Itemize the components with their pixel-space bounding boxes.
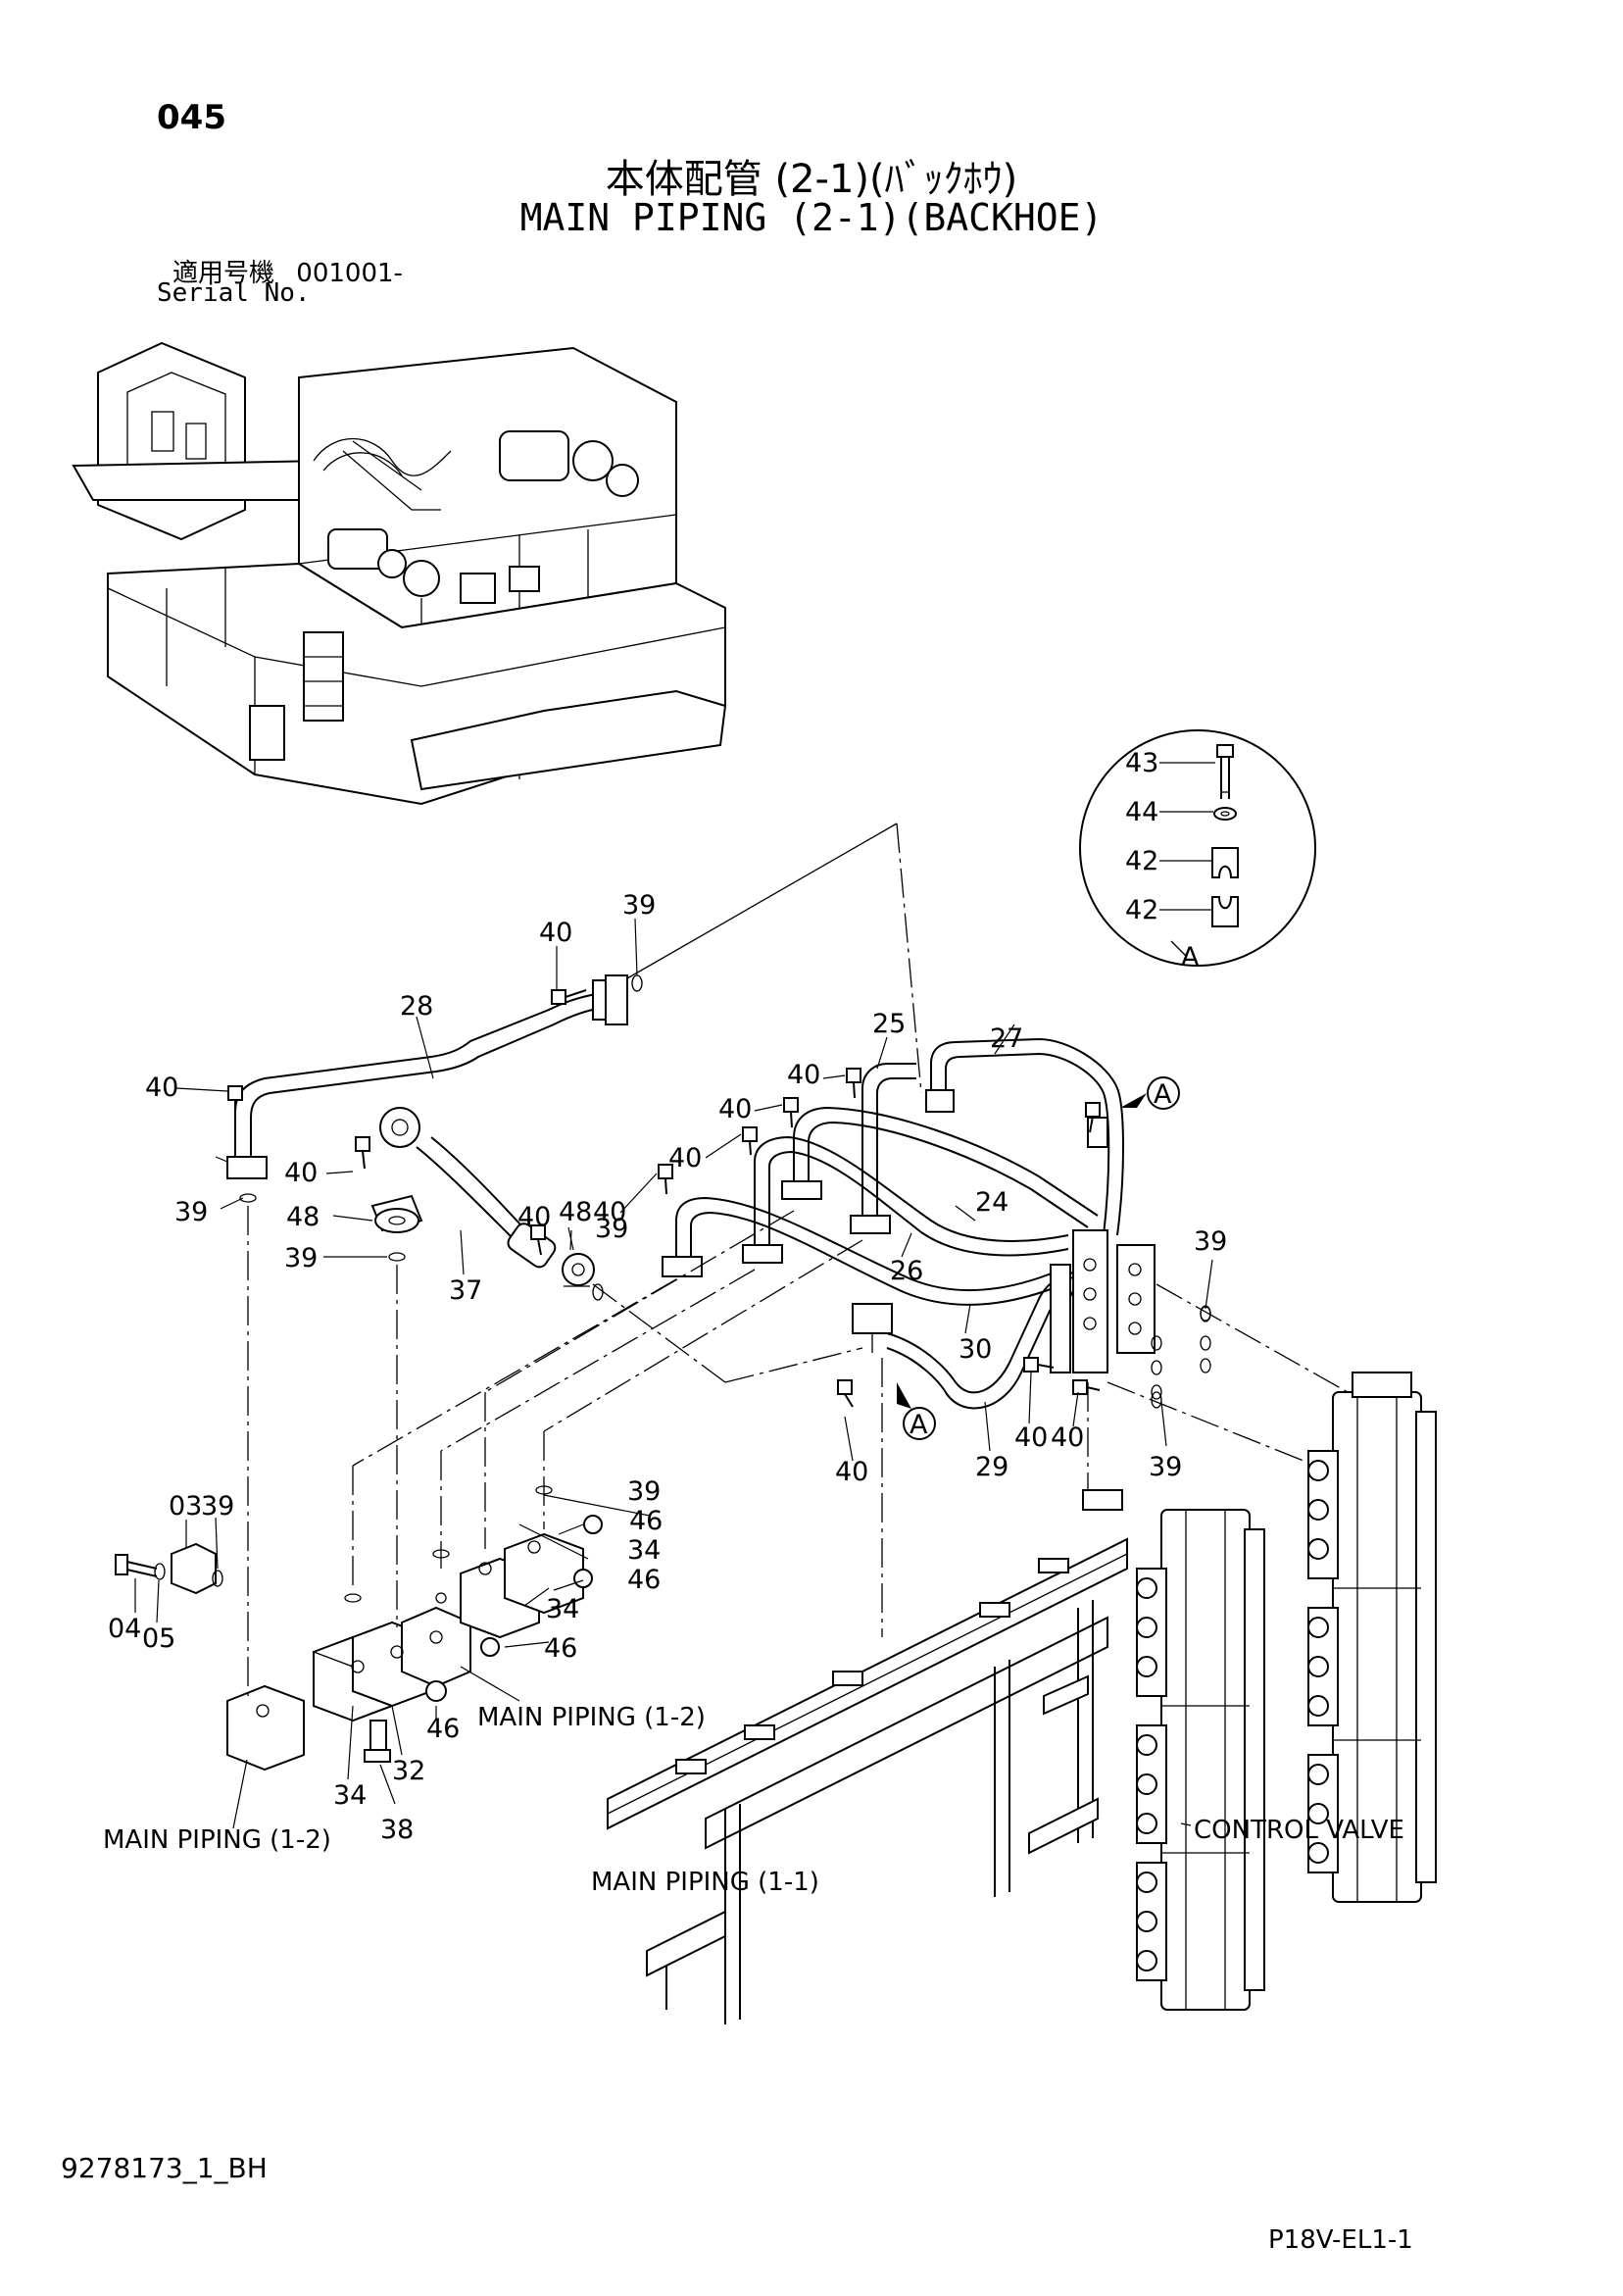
ref-a-lower: A (910, 1410, 928, 1440)
detail-view-label: A (1181, 942, 1200, 973)
callout-40-mid-left: 40 (284, 1158, 318, 1188)
connection-lines (247, 823, 1349, 1701)
ref-main-piping-1-2-left: MAIN PIPING (1-2) (103, 1825, 331, 1855)
callout-46-lower: 46 (544, 1633, 577, 1664)
serial-label-jp: 適用号機 001001- (172, 253, 403, 289)
serial-value: 001001- (296, 259, 403, 288)
manifold-blocks-left (115, 1515, 603, 1772)
o-rings-cluster (1151, 1306, 1211, 1400)
callout-40-top: 40 (539, 918, 572, 948)
callout-24: 24 (975, 1187, 1008, 1218)
callout-39-lower: 39 (627, 1476, 661, 1507)
callout-32: 32 (392, 1756, 425, 1786)
callout-03: 03 (169, 1491, 202, 1522)
callout-39-block: 39 (201, 1491, 234, 1522)
o-rings-39 (212, 974, 1211, 1603)
title-japanese: 本体配管 (2-1)(ﾊﾞｯｸﾎｳ) (605, 157, 1018, 202)
serial-label-en: Serial No. (157, 278, 311, 308)
callout-40-bottom: 40 (835, 1457, 868, 1487)
callout-39-right-top: 39 (1194, 1226, 1227, 1257)
ref-a-upper: A (1154, 1079, 1172, 1110)
sheet-code: P18V-EL1-1 (1268, 2225, 1413, 2255)
callout-46-bottom: 46 (426, 1714, 460, 1744)
frame-rails (607, 1489, 1128, 2024)
bolts-40 (227, 989, 1101, 1408)
callout-46-upper: 46 (629, 1506, 663, 1536)
callout-39-top: 39 (622, 890, 656, 921)
callout-40-c: 40 (593, 1197, 626, 1227)
callout-05: 05 (142, 1623, 175, 1654)
pipe-24 (781, 1106, 1099, 1228)
manifold-blocks-right (1050, 1229, 1156, 1373)
callout-39-mid: 39 (595, 1214, 628, 1244)
callout-40-left: 40 (145, 1073, 178, 1103)
callout-25: 25 (872, 1009, 906, 1039)
callout-29: 29 (975, 1452, 1008, 1482)
pipe-37 (370, 1107, 557, 1269)
ref-main-piping-1-2-center: MAIN PIPING (1-2) (477, 1703, 706, 1732)
flange-37-end (562, 1253, 595, 1286)
reference-arrow-upper: A (1120, 1076, 1180, 1110)
pipe-30 (662, 1196, 1089, 1306)
title-english: MAIN PIPING (2-1)(BACKHOE) (519, 196, 1104, 239)
callout-04: 04 (108, 1614, 141, 1644)
callout-34-middle: 34 (546, 1594, 579, 1624)
callout-46-middle: 46 (627, 1565, 661, 1595)
callout-39-left-a: 39 (174, 1197, 208, 1227)
callout-42-bottom: 42 (1125, 895, 1158, 925)
callout-34-left: 34 (333, 1780, 367, 1811)
pipe-26 (742, 1135, 1069, 1264)
callout-48-left: 48 (286, 1202, 320, 1232)
control-valve-left (1136, 1509, 1265, 2011)
page-number: 045 (157, 98, 226, 137)
callout-labels: 28 27 25 24 26 30 29 37 48 48 03 04 05 3… (108, 890, 1227, 1845)
callout-48-right: 48 (559, 1197, 592, 1227)
pipe-clamps (852, 1089, 1108, 1353)
document-code: 9278173_1_BH (61, 2152, 268, 2184)
callout-37: 37 (449, 1275, 482, 1306)
detail-view-a: 43 44 42 42 A (1079, 729, 1316, 973)
callout-30: 30 (959, 1334, 992, 1365)
callout-27: 27 (990, 1023, 1023, 1054)
callout-40-right-b: 40 (1051, 1423, 1084, 1453)
ref-main-piping-1-1: MAIN PIPING (1-1) (591, 1868, 819, 1897)
callout-40-d: 40 (668, 1143, 702, 1173)
fitting-48 (374, 1208, 419, 1233)
callout-40-e: 40 (718, 1094, 752, 1124)
reference-arrow-lower: A (897, 1382, 936, 1440)
pipe-25 (850, 1063, 916, 1234)
callout-38: 38 (380, 1815, 414, 1845)
callout-28: 28 (400, 991, 433, 1022)
callout-42-top: 42 (1125, 846, 1158, 876)
pipe-27 (930, 1037, 1124, 1236)
ref-control-valve: CONTROL VALVE (1194, 1816, 1404, 1845)
callout-39-right-bottom: 39 (1149, 1452, 1182, 1482)
callout-26: 26 (890, 1256, 923, 1286)
callout-40-mid: 40 (517, 1202, 551, 1232)
callout-40-f: 40 (787, 1060, 820, 1090)
callout-40-right-a: 40 (1014, 1423, 1048, 1453)
callout-39-left-b: 39 (284, 1243, 318, 1273)
serial-label-jp-text: 適用号機 (172, 259, 275, 288)
callout-43: 43 (1125, 748, 1158, 778)
callout-34-top: 34 (627, 1535, 661, 1566)
control-valve-right (1307, 1372, 1437, 1903)
machine-overview-illustration (72, 341, 727, 806)
callout-44: 44 (1125, 797, 1158, 827)
callout-leaders (134, 918, 1213, 1829)
